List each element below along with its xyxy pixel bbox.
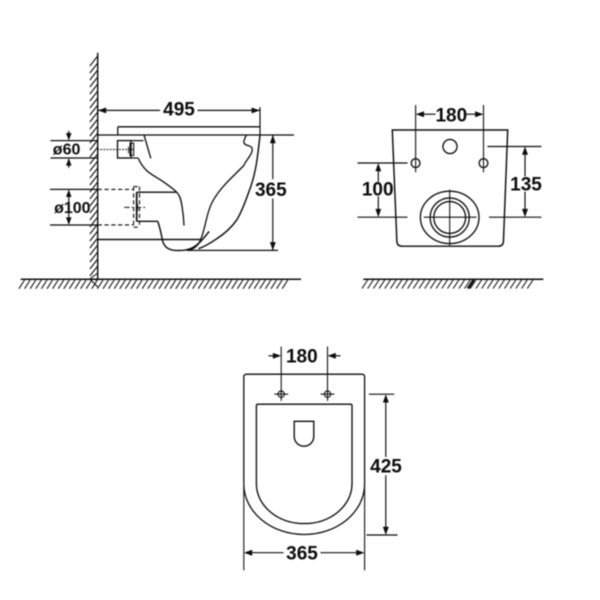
svg-text:365: 365: [286, 544, 318, 565]
svg-text:180: 180: [286, 347, 318, 368]
svg-text:180: 180: [435, 106, 467, 127]
svg-text:ø100: ø100: [54, 200, 91, 217]
svg-text:ø60: ø60: [53, 142, 81, 159]
svg-text:495: 495: [163, 99, 195, 120]
svg-text:135: 135: [510, 175, 542, 196]
svg-text:100: 100: [362, 180, 394, 201]
svg-text:365: 365: [255, 180, 287, 201]
svg-text:425: 425: [370, 457, 402, 478]
